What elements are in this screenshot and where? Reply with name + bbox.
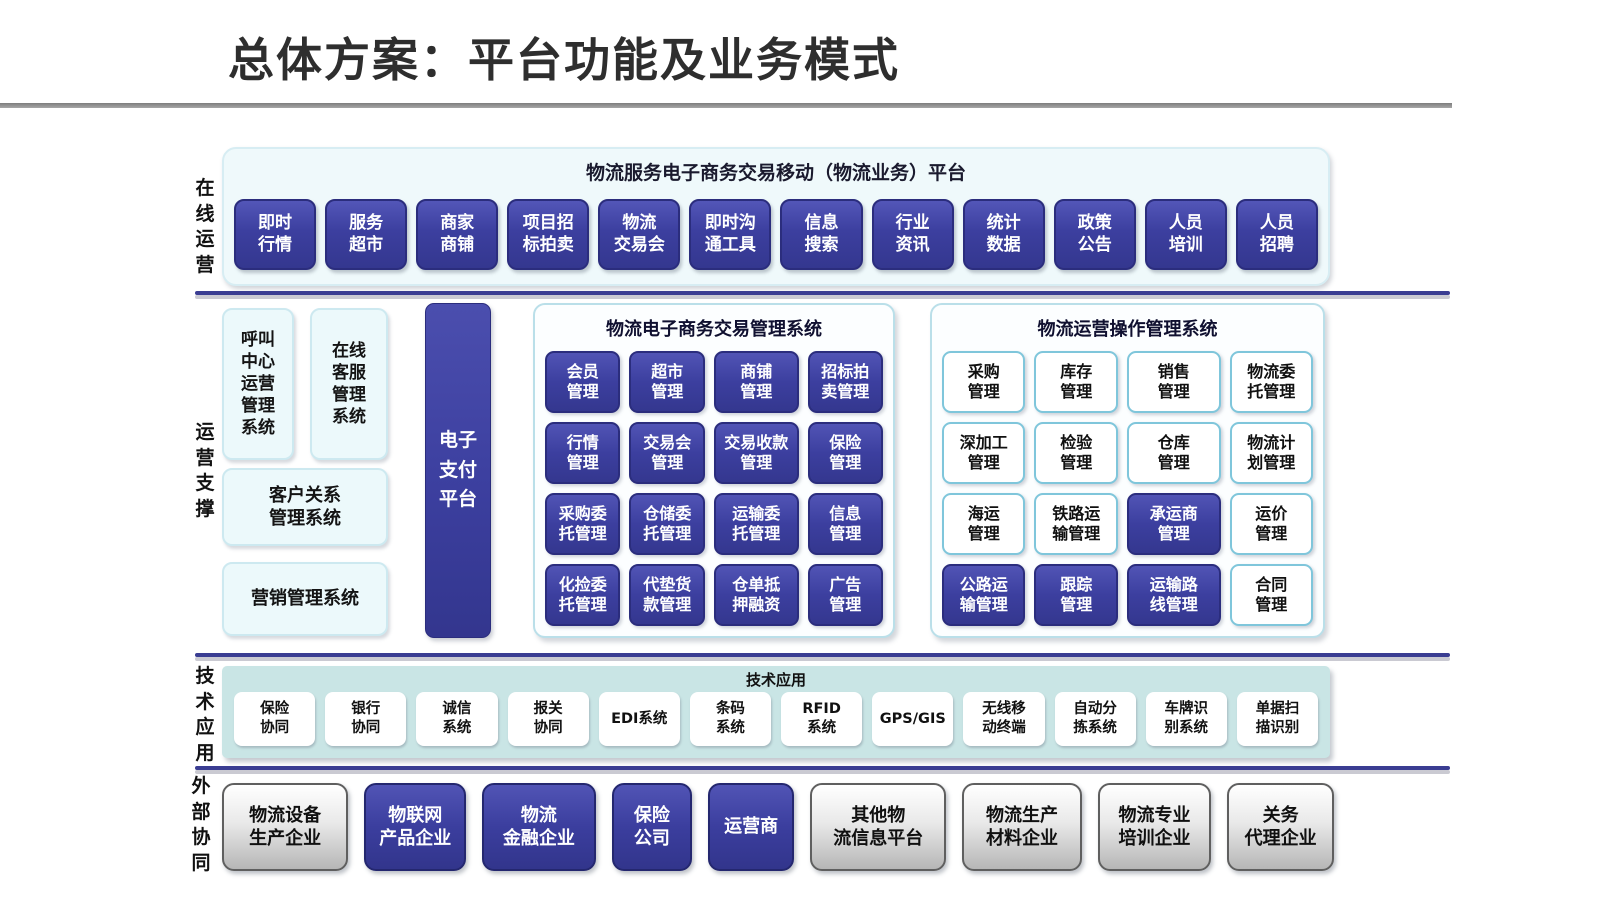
section-divider [195, 653, 1450, 657]
module-button: 合同 管理 [1229, 564, 1313, 626]
rail-label-external-collaboration: 外部协同 [191, 775, 211, 874]
platform-button: 物流 交易会 [598, 199, 681, 270]
tech-box: 保险 协同 [234, 692, 316, 746]
external-partner-row: 物流设备 生产企业 物联网 产品企业 物流 金融企业 保险 公司 运营商 其他物… [222, 783, 1334, 871]
module-button: 信息 管理 [807, 493, 883, 555]
module-button: 会员 管理 [545, 351, 621, 413]
page-title: 总体方案：平台功能及业务模式 [228, 33, 900, 87]
module-button: 仓单抵 押融资 [713, 564, 799, 626]
module-button: 代垫货 款管理 [629, 564, 705, 626]
tech-box: 条码 系统 [689, 692, 772, 746]
tech-band-label: 技术应用 [745, 671, 806, 689]
platform-button: 信息 搜索 [780, 199, 863, 270]
platform-button: 政策 公告 [1053, 199, 1136, 270]
module-button: 采购委 托管理 [545, 493, 621, 555]
module-button: 仓库 管理 [1126, 422, 1221, 484]
title-divider [0, 103, 1452, 108]
module-button: 深加工 管理 [942, 422, 1026, 484]
rail-label-operations-support: 运营支撑 [195, 421, 215, 520]
external-company-box: 物联网 产品企业 [364, 783, 467, 871]
box-marketing-system: 营销管理系统 [222, 562, 388, 636]
section-tech-applications: 技术应用 保险 协同 银行 协同 诚信 系统 报关 协同 EDI系统 条码 系统… [222, 666, 1330, 758]
tech-box: GPS/GIS [872, 692, 954, 746]
external-company-box: 关务 代理企业 [1227, 783, 1334, 871]
module-button: 商铺 管理 [713, 351, 799, 413]
ecommerce-module-grid: 会员 管理 超市 管理 商铺 管理 招标拍 卖管理 行情 管理 交易会 管理 交… [545, 351, 883, 626]
platform-button: 商家 商铺 [416, 199, 499, 270]
module-button: 行情 管理 [545, 422, 621, 484]
tech-box: 报关 协同 [507, 692, 589, 746]
external-company-box: 物流设备 生产企业 [222, 783, 349, 871]
external-company-box: 保险 公司 [611, 783, 693, 871]
platform-button: 行业 资讯 [871, 199, 954, 270]
module-button: 交易会 管理 [629, 422, 705, 484]
module-button: 物流委 托管理 [1229, 351, 1313, 413]
box-online-service-system: 在线 客服 管理 系统 [310, 308, 388, 460]
section-divider [195, 291, 1450, 295]
module-button: 运输路 线管理 [1126, 564, 1221, 626]
platform-button: 即时 行情 [234, 199, 317, 270]
external-company-box: 物流生产 材料企业 [962, 783, 1082, 871]
module-button: 海运 管理 [942, 493, 1026, 555]
module-button: 仓储委 托管理 [629, 493, 705, 555]
panel-title: 物流运营操作管理系统 [1037, 319, 1218, 340]
platform-button-row: 即时 行情 服务 超市 商家 商铺 项目招 标拍卖 物流 交易会 即时沟 通工具… [234, 199, 1318, 270]
platform-button: 服务 超市 [325, 199, 408, 270]
tech-box: 单据扫 描识别 [1236, 692, 1319, 746]
platform-button: 项目招 标拍卖 [507, 199, 590, 270]
tech-box: 银行 协同 [325, 692, 407, 746]
tech-box: 诚信 系统 [416, 692, 498, 746]
panel-title: 物流电子商务交易管理系统 [606, 319, 822, 340]
external-company-box: 运营商 [708, 783, 795, 871]
tech-box: EDI系统 [598, 692, 680, 746]
operations-module-grid: 采购 管理 库存 管理 销售 管理 物流委 托管理 深加工 管理 检验 管理 仓… [942, 351, 1313, 626]
external-company-box: 物流 金融企业 [482, 783, 596, 871]
platform-button: 人员 招聘 [1235, 199, 1318, 270]
module-button: 承运商 管理 [1126, 493, 1221, 555]
module-button: 跟踪 管理 [1034, 564, 1118, 626]
module-button: 运价 管理 [1229, 493, 1313, 555]
platform-button: 统计 数据 [962, 199, 1045, 270]
module-button: 销售 管理 [1126, 351, 1221, 413]
platform-button: 人员 培训 [1144, 199, 1227, 270]
platform-button: 即时沟 通工具 [689, 199, 772, 270]
module-button: 化捡委 托管理 [545, 564, 621, 626]
module-button: 检验 管理 [1034, 422, 1118, 484]
tech-box: 无线移 动终端 [963, 692, 1045, 746]
rail-label-tech-applications: 技术应用 [195, 665, 215, 764]
tech-box-row: 保险 协同 银行 协同 诚信 系统 报关 协同 EDI系统 条码 系统 RFID… [234, 692, 1319, 746]
module-button: 铁路运 输管理 [1034, 493, 1118, 555]
module-button: 超市 管理 [629, 351, 705, 413]
platform-header: 物流服务电子商务交易移动（物流业务）平台 [585, 162, 966, 184]
section-online-operations: 物流服务电子商务交易移动（物流业务）平台 即时 行情 服务 超市 商家 商铺 项… [222, 147, 1330, 286]
box-crm-system: 客户关系 管理系统 [222, 468, 388, 546]
box-call-center-system: 呼叫 中心 运营 管理 系统 [222, 308, 294, 460]
e-payment-platform-bar: 电子 支付 平台 [425, 303, 491, 638]
external-company-box: 物流专业 培训企业 [1097, 783, 1212, 871]
module-button: 物流计 划管理 [1229, 422, 1313, 484]
panel-logistics-operations-system: 物流运营操作管理系统 采购 管理 库存 管理 销售 管理 物流委 托管理 深加工… [930, 303, 1325, 638]
module-button: 广告 管理 [807, 564, 883, 626]
module-button: 交易收款 管理 [713, 422, 799, 484]
tech-box: 车牌识 别系统 [1145, 692, 1227, 746]
module-button: 库存 管理 [1034, 351, 1118, 413]
module-button: 保险 管理 [807, 422, 883, 484]
panel-ecommerce-trading-system: 物流电子商务交易管理系统 会员 管理 超市 管理 商铺 管理 招标拍 卖管理 行… [533, 303, 895, 638]
external-company-box: 其他物 流信息平台 [810, 783, 947, 871]
module-button: 运输委 托管理 [713, 493, 799, 555]
section-divider [195, 766, 1450, 770]
module-button: 公路运 输管理 [942, 564, 1026, 626]
rail-label-online-operations: 在线运营 [195, 177, 215, 276]
tech-box: RFID 系统 [781, 692, 863, 746]
module-button: 招标拍 卖管理 [807, 351, 883, 413]
module-button: 采购 管理 [942, 351, 1026, 413]
tech-box: 自动分 拣系统 [1054, 692, 1136, 746]
